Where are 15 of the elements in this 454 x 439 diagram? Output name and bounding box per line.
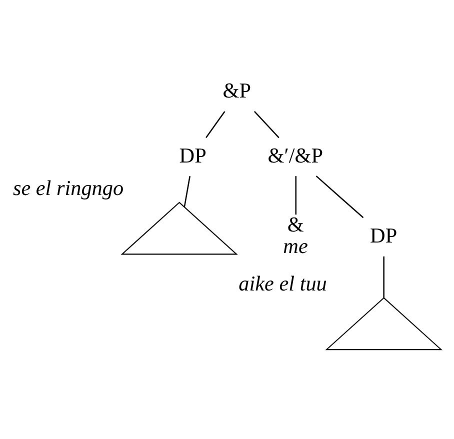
node-text: DP	[370, 222, 398, 247]
connector	[206, 110, 226, 138]
node-text: & me	[283, 212, 308, 258]
connector	[316, 175, 364, 218]
connector	[295, 176, 296, 214]
node-triangle	[325, 296, 442, 350]
node-triangle	[120, 201, 238, 254]
connector	[184, 175, 191, 207]
node-label: aike el tuu	[238, 270, 327, 295]
node-text: &′/&P	[268, 142, 324, 167]
node-text: DP	[179, 142, 206, 167]
connector	[254, 110, 280, 138]
connector	[383, 256, 384, 298]
node-label: se el ringngo	[12, 176, 124, 200]
node-text: &P	[222, 78, 252, 102]
